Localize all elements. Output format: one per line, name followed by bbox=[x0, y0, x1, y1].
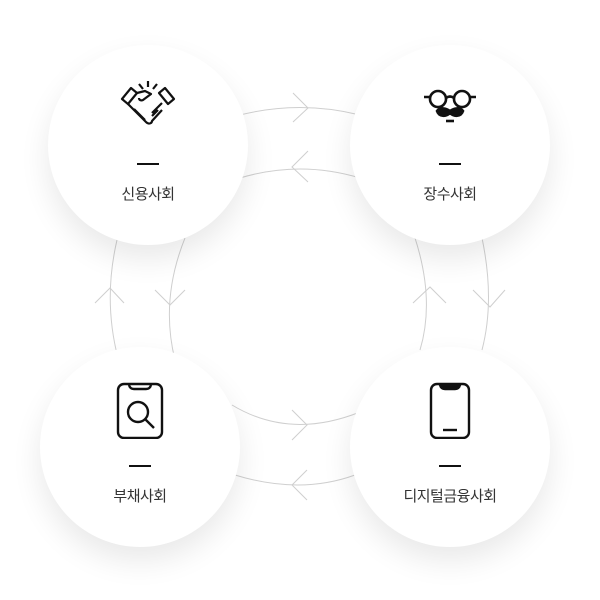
node-credit-society: 신용사회 bbox=[48, 45, 248, 245]
node-debt-society: 부채사회 bbox=[40, 347, 240, 547]
arrow-debt-to-digital bbox=[231, 404, 361, 441]
divider bbox=[439, 163, 461, 165]
divider bbox=[439, 465, 461, 467]
smartphone-icon bbox=[429, 382, 471, 439]
handshake-icon bbox=[120, 81, 176, 125]
node-label: 장수사회 bbox=[423, 185, 477, 203]
arrow-credit-to-debt bbox=[154, 237, 186, 361]
arrow-longevity-to-digital bbox=[472, 237, 506, 351]
node-label: 신용사회 bbox=[121, 185, 175, 203]
arrow-digital-to-debt bbox=[234, 469, 356, 501]
node-digital-finance-society: 디지털금융사회 bbox=[350, 347, 550, 547]
divider bbox=[137, 163, 159, 165]
node-longevity-society: 장수사회 bbox=[350, 45, 550, 245]
node-label: 디지털금융사회 bbox=[403, 487, 497, 505]
arrow-credit-to-longevity bbox=[239, 92, 361, 123]
glasses-mustache-icon bbox=[424, 89, 476, 123]
arrow-digital-to-longevity bbox=[412, 237, 447, 351]
divider bbox=[129, 465, 151, 467]
node-label: 부채사회 bbox=[113, 487, 167, 505]
arrow-debt-to-credit bbox=[94, 239, 125, 359]
arrow-longevity-to-credit bbox=[239, 150, 361, 183]
phone-search-icon bbox=[116, 382, 164, 439]
